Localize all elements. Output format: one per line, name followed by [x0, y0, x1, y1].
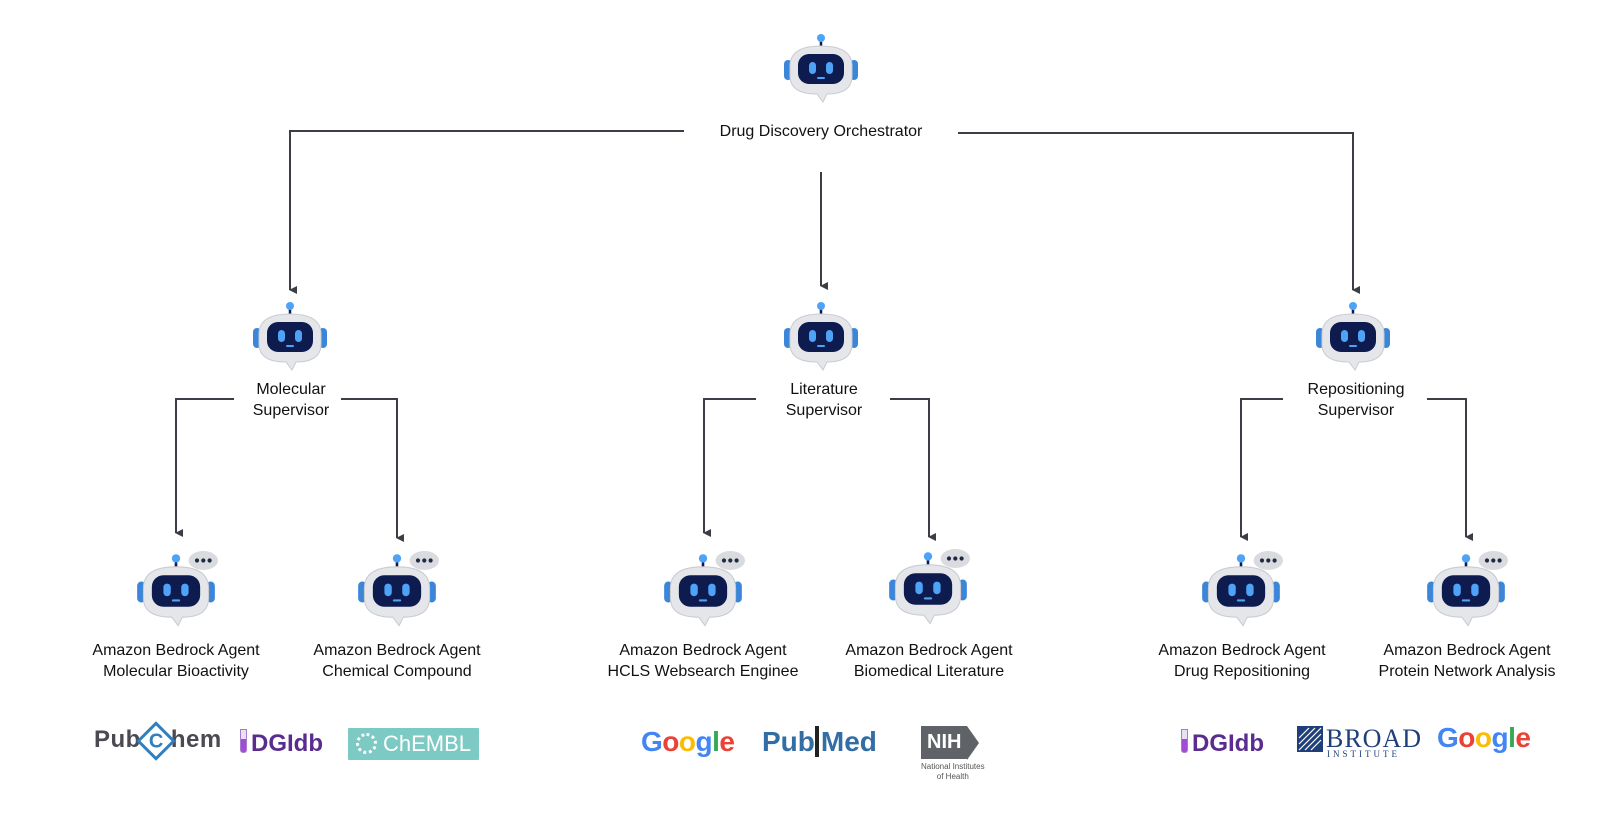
agent-label-line2: Protein Network Analysis — [1378, 663, 1556, 680]
connector-molecular-bioactivity — [175, 398, 234, 537]
google-letter: g — [1491, 722, 1509, 753]
orchestrator-label-text: Drug Discovery Orchestrator — [719, 123, 923, 140]
supervisor-label-line2: Supervisor — [785, 402, 863, 419]
broad-institute-logo: BROAD INSTITUTE — [1297, 724, 1422, 759]
pubmed-logo-post: Med — [814, 726, 877, 757]
agent-label-molecular-bioactivity: Amazon Bedrock Agent Molecular Bioactivi… — [92, 640, 259, 682]
molecular-supervisor-label: Molecular Supervisor — [253, 379, 329, 421]
pubmed-logo-pre: Pub — [762, 726, 815, 757]
connector-literature-websearch — [703, 398, 756, 537]
google-letter: o — [662, 726, 679, 757]
connector-orchestrator-repositioning — [958, 132, 1360, 294]
chembl-logo: ChEMBL — [348, 728, 480, 760]
agent-label-line2: Chemical Compound — [322, 663, 472, 680]
pubchem-logo-pre: Pub — [94, 726, 141, 753]
supervisor-label-line1: Repositioning — [1307, 381, 1405, 398]
dgidb-logo-text: DGIdb — [1192, 730, 1264, 757]
supervisor-label-line2: Supervisor — [252, 402, 330, 419]
agent-label-line1: Amazon Bedrock Agent — [1158, 642, 1326, 659]
pubchem-logo-c: C — [148, 729, 164, 752]
nih-logo-sub1: National Institutes — [921, 762, 985, 771]
chembl-ring-icon — [356, 733, 377, 754]
agent-label-drug-repositioning: Amazon Bedrock Agent Drug Repositioning — [1158, 640, 1325, 682]
agent-label-line2: Molecular Bioactivity — [103, 663, 249, 680]
agent-label-line1: Amazon Bedrock Agent — [619, 642, 787, 659]
supervisor-label-line1: Molecular — [256, 381, 326, 398]
test-tube-icon — [240, 729, 247, 753]
pubchem-logo-hex: C — [136, 721, 176, 761]
chembl-logo-text: ChEMBL — [383, 731, 472, 756]
broad-mark-icon — [1297, 726, 1323, 752]
google-letter: g — [695, 726, 713, 757]
agent-robot-icon — [1427, 551, 1508, 627]
agent-label-line2: Biomedical Literature — [853, 663, 1005, 680]
agent-robot-icon — [137, 551, 218, 627]
google-logo-literature: Google — [641, 726, 735, 758]
connector-molecular-chemical — [341, 398, 404, 542]
google-letter: o — [1474, 722, 1492, 753]
agent-label-chemical-compound: Amazon Bedrock Agent Chemical Compound — [313, 640, 480, 682]
connector-orchestrator-molecular — [289, 130, 684, 294]
nih-logo-mark: NIH — [921, 726, 968, 759]
google-letter: e — [719, 726, 735, 757]
literature-supervisor-robot-icon — [784, 302, 858, 371]
agent-label-line1: Amazon Bedrock Agent — [92, 642, 260, 659]
molecular-supervisor-robot-icon — [253, 302, 327, 371]
supervisor-label-line1: Literature — [790, 381, 858, 398]
dgidb-logo-text: DGIdb — [251, 730, 323, 757]
nih-logo: NIH National Institutes of Health — [921, 726, 985, 782]
connector-literature-biomedical — [890, 398, 936, 541]
connector-repositioning-protein — [1427, 398, 1473, 541]
repositioning-supervisor-robot-icon — [1316, 302, 1390, 371]
google-letter: l — [712, 726, 720, 757]
agent-robot-icon — [358, 551, 439, 627]
dgidb-logo: DGIdb — [240, 729, 323, 758]
nih-arrow-icon — [967, 726, 980, 760]
agent-label-protein-network: Amazon Bedrock Agent Protein Network Ana… — [1379, 640, 1556, 682]
agent-robot-icon — [664, 551, 745, 627]
repositioning-supervisor-label: Repositioning Supervisor — [1308, 379, 1405, 421]
google-letter: G — [641, 726, 663, 757]
google-logo-repositioning: Google — [1437, 722, 1531, 754]
google-letter: o — [1458, 722, 1475, 753]
google-letter: l — [1508, 722, 1516, 753]
test-tube-icon — [1181, 729, 1188, 753]
orchestrator-robot-icon — [784, 34, 858, 103]
broad-logo-sub: INSTITUTE — [1327, 749, 1400, 759]
agent-label-biomedical-literature: Amazon Bedrock Agent Biomedical Literatu… — [845, 640, 1012, 682]
google-letter: o — [678, 726, 696, 757]
agent-label-line2: Drug Repositioning — [1173, 663, 1311, 680]
pubchem-logo-post: hem — [170, 726, 222, 753]
google-letter: e — [1515, 722, 1531, 753]
agent-label-line1: Amazon Bedrock Agent — [1383, 642, 1551, 659]
supervisor-label-line2: Supervisor — [1317, 402, 1395, 419]
orchestrator-label: Drug Discovery Orchestrator — [720, 121, 923, 142]
broad-logo-name: BROAD — [1326, 724, 1423, 753]
connector-repositioning-drug — [1240, 398, 1283, 541]
agent-label-line1: Amazon Bedrock Agent — [313, 642, 481, 659]
google-letter: G — [1437, 722, 1459, 753]
nih-logo-sub2: of Health — [936, 772, 969, 781]
dgidb-logo-repositioning: DGIdb — [1181, 729, 1264, 758]
literature-supervisor-label: Literature Supervisor — [786, 379, 862, 421]
agent-robot-icon — [1202, 551, 1283, 627]
agent-label-line2: HCLS Websearch Enginee — [607, 663, 799, 680]
agent-label-line1: Amazon Bedrock Agent — [845, 642, 1013, 659]
agent-robot-icon — [889, 549, 970, 625]
agent-label-hcls-websearch: Amazon Bedrock Agent HCLS Websearch Engi… — [608, 640, 799, 682]
